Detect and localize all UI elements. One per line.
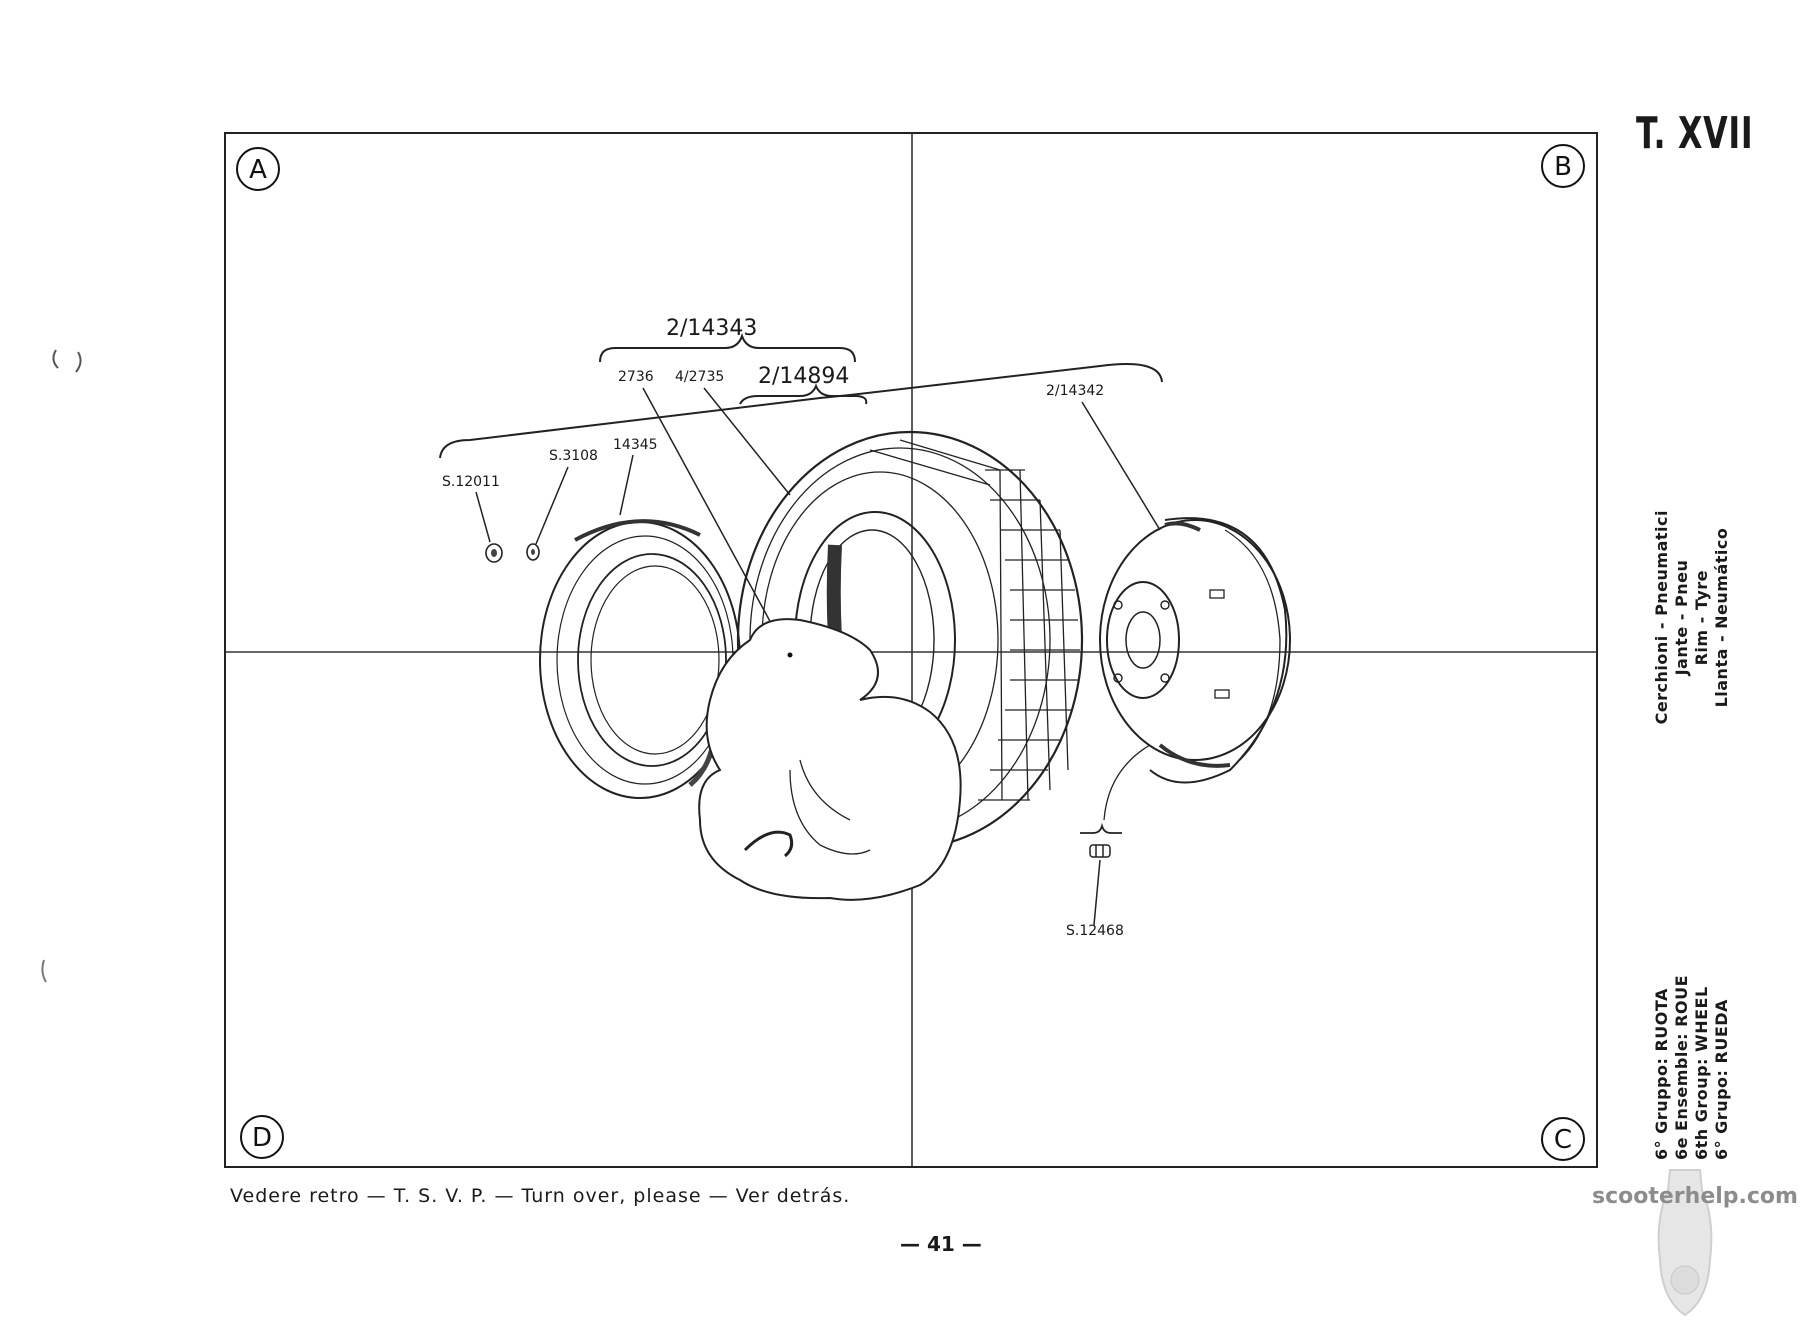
quadrant-b-marker: B [1541,144,1585,188]
wheel-brace [439,363,1163,459]
rim-half-part [539,519,741,799]
group-row-1: 6° Gruppo: RUOTA [1652,988,1671,1161]
quadrant-d-marker: D [240,1115,284,1159]
label-nut: S.12011 [442,474,500,490]
side-title-line-2: Jante - Pneu [1672,559,1691,676]
quadrant-a-marker: A [236,147,280,191]
label-washer: S.3108 [549,448,598,464]
leader-nut [475,491,491,543]
label-tyre-rim-assembly: 2/14343 [666,316,757,341]
binder-hole-mark-2 [41,959,47,983]
label-hub-half: 2/14342 [1046,383,1104,399]
leader-rim-half [619,454,634,516]
group-row-2: 6e Ensemble: ROUE [1672,975,1691,1161]
scooter-watermark-icon [1657,1169,1713,1317]
quadrant-d-letter: D [252,1123,272,1153]
quadrant-b-letter: B [1554,152,1572,182]
assembly-brace [599,332,856,363]
plate-title: T. XVII [1636,108,1754,159]
side-title-line-4: Llanta - Neumático [1712,527,1731,708]
nut-part [485,543,503,563]
tube-brace [739,383,868,405]
label-tyre-tube: 2/14894 [758,364,849,389]
side-title-block: Cerchioni - Pneumatici Jante - Pneu Rim … [1652,510,1732,724]
leader-washer [535,466,569,545]
group-row-3: 6th Group: WHEEL [1692,986,1711,1161]
site-watermark: scooterhelp.com [1592,1184,1798,1209]
quadrant-c-letter: C [1554,1125,1572,1155]
valve-nut-part [1089,844,1111,858]
side-title-line-1: Cerchioni - Pneumatici [1652,510,1671,725]
group-row-4: 6° Grupo: RUEDA [1712,999,1731,1161]
group-block: 6° Gruppo: RUOTA 6e Ensemble: ROUE 6th G… [1652,975,1732,1160]
leader-valve-nut [1093,859,1101,926]
leader-valve-nut-upper [1103,744,1151,821]
diagram-frame [224,132,1598,1168]
quadrant-a-letter: A [249,155,267,185]
inner-tube-part [698,618,962,901]
quadrant-c-marker: C [1541,1117,1585,1161]
hub-half-part [1099,517,1291,784]
page-number: — 41 — [900,1232,982,1256]
side-title-line-3: Rim - Tyre [1692,569,1711,665]
valve-nut-brace [1080,822,1122,834]
footer-note: Vedere retro — T. S. V. P. — Turn over, … [230,1185,851,1207]
label-spoke-ring: 2736 [618,369,654,385]
label-bolts: 4/2735 [675,369,724,385]
tyre-tread-pattern [869,439,1080,801]
leader-bolts [703,387,791,496]
label-valve-nut: S.12468 [1066,923,1124,939]
leader-spoke-ring [642,387,791,659]
label-rim-half: 14345 [613,437,658,453]
leader-hub-half [1081,401,1161,531]
binder-hole-mark [52,349,82,373]
washer-part [526,543,540,561]
